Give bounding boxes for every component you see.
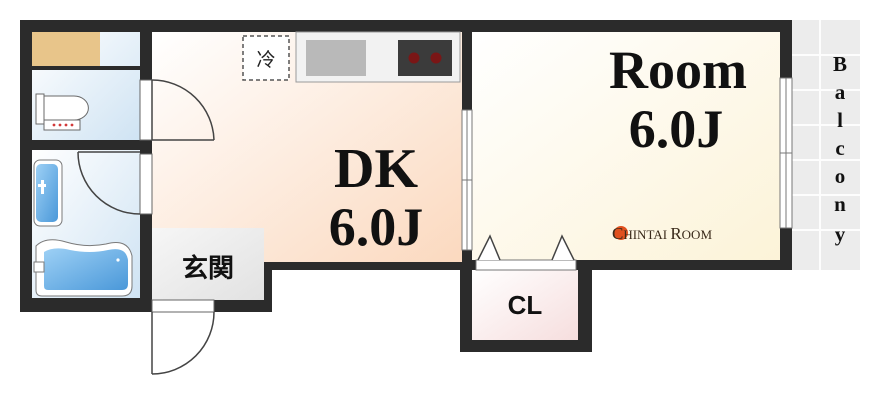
room-size: 6.0J — [629, 99, 724, 159]
bath-room — [32, 150, 140, 298]
balcony — [792, 20, 860, 270]
fridge-label: 冷 — [256, 49, 275, 71]
balcony-window — [779, 77, 793, 229]
closet-floor — [472, 270, 578, 340]
bath-door — [77, 151, 153, 215]
stove — [398, 40, 452, 76]
brand-logo: CHINTAI ROOM — [612, 224, 712, 243]
room-floor — [472, 32, 780, 260]
sliding-door — [461, 109, 473, 251]
svg-text:c: c — [835, 136, 844, 160]
washer-space — [32, 32, 100, 66]
toilet-icon — [35, 93, 89, 131]
balcony-label: B a l c o n y — [833, 52, 847, 246]
room-label: Room — [609, 40, 747, 100]
toilet-door — [139, 79, 215, 141]
kitchen-counter — [295, 31, 461, 83]
burner-icon — [430, 52, 442, 64]
fridge-space: 冷 — [242, 35, 290, 81]
entrance-label: 玄関 — [182, 253, 234, 283]
svg-text:y: y — [835, 222, 846, 246]
svg-text:a: a — [835, 80, 846, 104]
closet-door — [475, 234, 577, 271]
toilet-room — [32, 32, 140, 140]
svg-text:o: o — [835, 164, 846, 188]
entrance-floor — [152, 228, 264, 300]
svg-text:l: l — [837, 108, 843, 132]
svg-text:n: n — [834, 192, 846, 216]
bathtub-icon — [33, 239, 133, 297]
dk-size: 6.0J — [329, 197, 424, 257]
brand-moon-icon — [614, 226, 628, 240]
dk-label: DK — [334, 138, 418, 200]
sink-icon — [33, 159, 63, 227]
svg-text:B: B — [833, 52, 847, 76]
brand-name: CHINTAI ROOM — [612, 224, 712, 243]
closet-label: CL — [508, 290, 543, 320]
entrance-door[interactable] — [151, 299, 215, 375]
sink-basin — [306, 40, 366, 76]
burner-icon — [408, 52, 420, 64]
